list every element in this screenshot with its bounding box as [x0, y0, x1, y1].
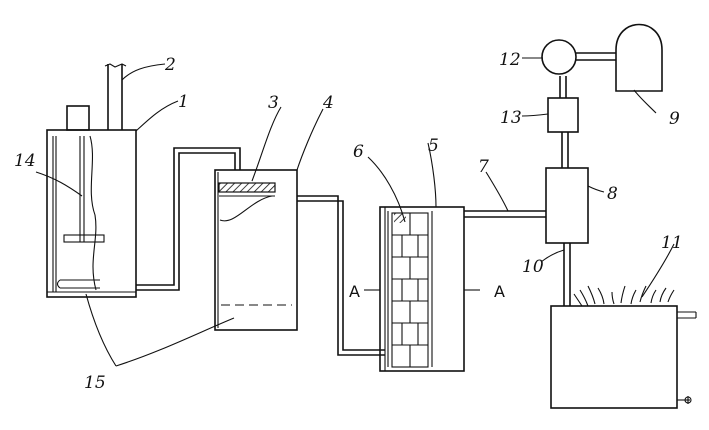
label-13: 13: [500, 108, 522, 128]
vessel-4: [214, 169, 298, 331]
pipe-7: [464, 210, 546, 218]
label-6: 6: [353, 142, 364, 162]
label-14: 14: [14, 151, 36, 171]
label-9: 9: [669, 109, 680, 129]
label-5: 5: [428, 136, 439, 156]
pipe-4-to-5: [297, 195, 385, 356]
label-8: 8: [607, 184, 618, 204]
label-2: 2: [164, 55, 176, 75]
vessel-5: [379, 206, 465, 372]
pump-12: [541, 39, 616, 75]
vessel-1: [46, 63, 137, 298]
label-1: 1: [178, 92, 189, 112]
label-10: 10: [522, 257, 544, 277]
labels: 1 2 3 4 5 6 7 8 9 10 11 12 13 14 15 A A: [14, 50, 683, 393]
label-4: 4: [322, 93, 334, 113]
label-3: 3: [268, 93, 279, 113]
label-7: 7: [478, 157, 489, 177]
label-15: 15: [84, 373, 106, 393]
component-13: [547, 76, 579, 133]
tank-11: [550, 285, 697, 409]
pipe-1-to-4: [136, 147, 241, 291]
leader-lines: [35, 57, 675, 367]
motor-9: [615, 23, 663, 92]
label-section-a-left: A: [349, 282, 360, 301]
label-11: 11: [661, 233, 683, 253]
label-12: 12: [499, 50, 521, 70]
tower-8: [545, 132, 589, 306]
label-section-a-right: A: [494, 282, 505, 301]
